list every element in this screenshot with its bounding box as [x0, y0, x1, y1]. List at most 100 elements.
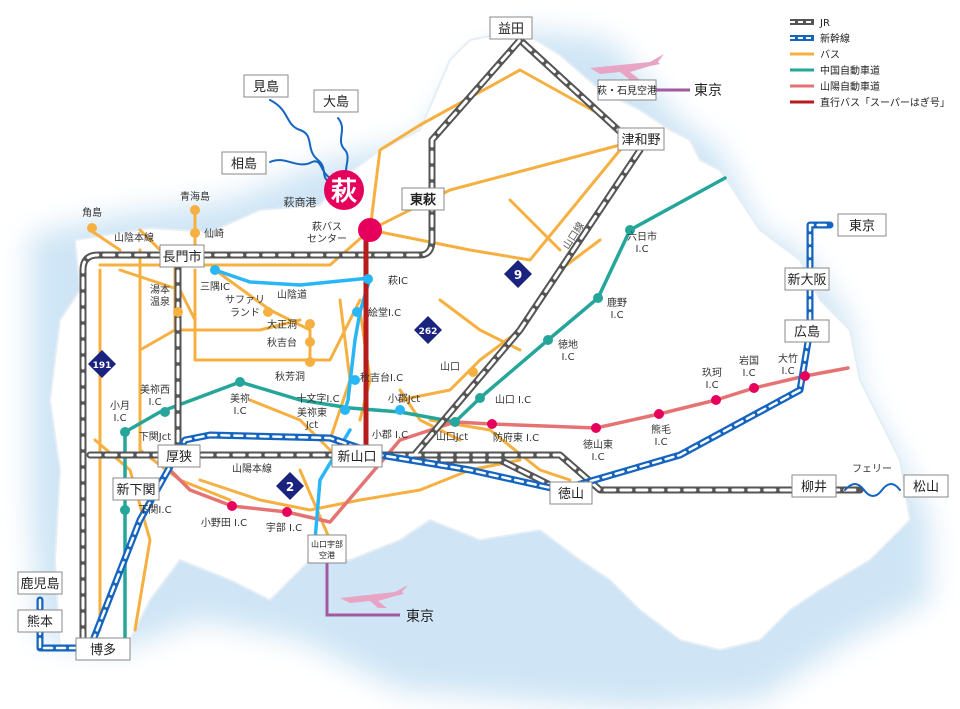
- station-shinyamaguchi: 新山口: [331, 444, 383, 468]
- station-shinosaka: 新大阪: [784, 267, 830, 291]
- svg-text:絵堂I.C: 絵堂I.C: [368, 306, 401, 319]
- svg-text:山陰本線: 山陰本線: [114, 231, 154, 244]
- svg-text:東萩: 東萩: [410, 192, 436, 208]
- legend-jr: JR: [790, 18, 830, 29]
- air-routes: [325, 88, 690, 617]
- svg-text:徳地: 徳地: [558, 338, 578, 351]
- legend-sanyo: 山陽自動車道: [790, 80, 880, 93]
- svg-text:9: 9: [514, 268, 522, 282]
- station-kagoshima: 鹿児島: [17, 571, 63, 595]
- svg-text:萩IC: 萩IC: [388, 275, 408, 287]
- svg-text:三隅IC: 三隅IC: [200, 281, 230, 293]
- svg-text:山陽自動車道: 山陽自動車道: [820, 80, 880, 93]
- svg-text:191: 191: [93, 361, 112, 371]
- svg-text:徳山東: 徳山東: [583, 438, 613, 451]
- island-mishima: 見島: [243, 74, 289, 98]
- svg-text:I.C: I.C: [742, 368, 755, 379]
- svg-text:空港: 空港: [319, 550, 335, 560]
- svg-text:熊本: 熊本: [27, 614, 53, 630]
- hagi-bus-center-label-1: 萩バス: [312, 221, 342, 233]
- svg-text:I.C: I.C: [591, 452, 604, 463]
- hagi-bus-center-marker: [358, 218, 382, 242]
- svg-text:青海島: 青海島: [180, 190, 210, 203]
- route-shield-9: 9: [504, 260, 532, 288]
- svg-text:見島: 見島: [253, 80, 279, 95]
- svg-text:美祢西: 美祢西: [140, 383, 170, 396]
- jr-lines: [79, 36, 864, 644]
- svg-text:直行バス「スーパーはぎ号」: 直行バス「スーパーはぎ号」: [820, 96, 950, 109]
- svg-text:津和野: 津和野: [621, 133, 660, 148]
- legend: JR 新幹線 バス 中国自動車道 山陽自動車道 直行バス「スーパーはぎ号」: [790, 18, 950, 109]
- legend-bus: バス: [790, 49, 840, 61]
- svg-text:I.C: I.C: [561, 352, 574, 363]
- interchange-markers: [87, 205, 810, 517]
- svg-text:広島: 広島: [794, 325, 820, 340]
- svg-text:新山口: 新山口: [337, 449, 376, 465]
- svg-text:I.C: I.C: [635, 244, 648, 255]
- svg-text:下関I.C: 下関I.C: [138, 504, 171, 516]
- svg-text:秋吉台I.C: 秋吉台I.C: [360, 371, 403, 384]
- svg-text:大竹: 大竹: [778, 352, 798, 365]
- airport-iwami: 萩・石見空港: [597, 79, 657, 101]
- place-labels: 角島 山陰本線 青海島 仙崎 湯本 温泉 三隅IC 萩IC 山陰道 サファリ ラ…: [82, 190, 892, 534]
- svg-text:山口: 山口: [440, 361, 460, 373]
- svg-text:小月: 小月: [110, 400, 130, 412]
- svg-text:I.C: I.C: [705, 380, 718, 391]
- svg-text:山口宇部: 山口宇部: [311, 539, 343, 549]
- station-nagatoshi: 長門市: [159, 244, 205, 268]
- svg-text:仙崎: 仙崎: [204, 227, 224, 240]
- tokyo-from-iwami: 東京: [694, 83, 722, 99]
- sanyo-expressway: [158, 366, 850, 524]
- svg-text:鹿野: 鹿野: [607, 296, 627, 309]
- svg-text:萩・石見空港: 萩・石見空港: [597, 84, 657, 97]
- svg-text:Jct: Jct: [305, 420, 318, 431]
- legend-direct-bus: 直行バス「スーパーはぎ号」: [790, 96, 950, 109]
- svg-text:新下関: 新下関: [116, 482, 155, 498]
- svg-text:山口 I.C: 山口 I.C: [495, 394, 531, 406]
- route-shield-2: 2: [276, 472, 304, 500]
- island-aijima: 相島: [221, 151, 267, 175]
- svg-text:大島: 大島: [323, 95, 349, 110]
- station-masuda: 益田: [489, 16, 533, 40]
- svg-text:岩国: 岩国: [739, 354, 759, 367]
- svg-text:ランド: ランド: [230, 307, 260, 319]
- station-shinshimonoseki: 新下関: [112, 477, 160, 501]
- svg-text:角島: 角島: [82, 206, 102, 219]
- station-kumamoto: 熊本: [17, 609, 63, 633]
- legend-chugoku: 中国自動車道: [790, 64, 880, 77]
- svg-text:I.C: I.C: [148, 397, 161, 408]
- svg-text:I.C: I.C: [113, 413, 126, 424]
- hagi-bus-center-label-2: センター: [307, 233, 347, 245]
- svg-text:美祢: 美祢: [230, 392, 250, 405]
- svg-text:玖珂: 玖珂: [702, 366, 722, 379]
- svg-text:I.C: I.C: [233, 406, 246, 417]
- svg-text:松山: 松山: [913, 480, 939, 495]
- svg-text:山陽本線: 山陽本線: [232, 462, 272, 475]
- airplane-icon: [590, 54, 664, 80]
- tokyo-from-ube: 東京: [406, 609, 434, 625]
- svg-text:下関Jct: 下関Jct: [139, 431, 171, 443]
- svg-text:美祢東: 美祢東: [297, 406, 327, 419]
- svg-text:六日市: 六日市: [627, 230, 657, 243]
- svg-text:秋芳洞: 秋芳洞: [275, 370, 305, 383]
- route-shield-262: 262: [414, 316, 442, 344]
- island-oshima: 大島: [313, 89, 359, 113]
- station-boxes: 益田 津和野 東萩 長門市 厚狭 新山口 徳山 新下関 博多 熊本 鹿児島 広島…: [17, 16, 949, 661]
- station-tokyo-ne: 東京: [837, 213, 887, 237]
- svg-text:相島: 相島: [231, 157, 257, 172]
- legend-shinkansen: 新幹線: [790, 32, 850, 45]
- svg-text:山口Jct: 山口Jct: [436, 431, 468, 443]
- svg-text:新大阪: 新大阪: [787, 272, 826, 288]
- station-tokuyama: 徳山: [549, 481, 593, 505]
- svg-text:熊毛: 熊毛: [651, 423, 671, 436]
- svg-text:I.C: I.C: [654, 437, 667, 448]
- hagi-kanji: 萩: [331, 177, 357, 207]
- airport-ube: 山口宇部 空港: [307, 534, 347, 564]
- svg-text:I.C: I.C: [610, 310, 623, 321]
- svg-text:バス: バス: [820, 49, 840, 61]
- svg-text:小野田 I.C: 小野田 I.C: [201, 517, 247, 529]
- land-area: [48, 28, 912, 652]
- svg-text:I.C: I.C: [781, 366, 794, 377]
- svg-text:厚狭: 厚狭: [166, 450, 192, 465]
